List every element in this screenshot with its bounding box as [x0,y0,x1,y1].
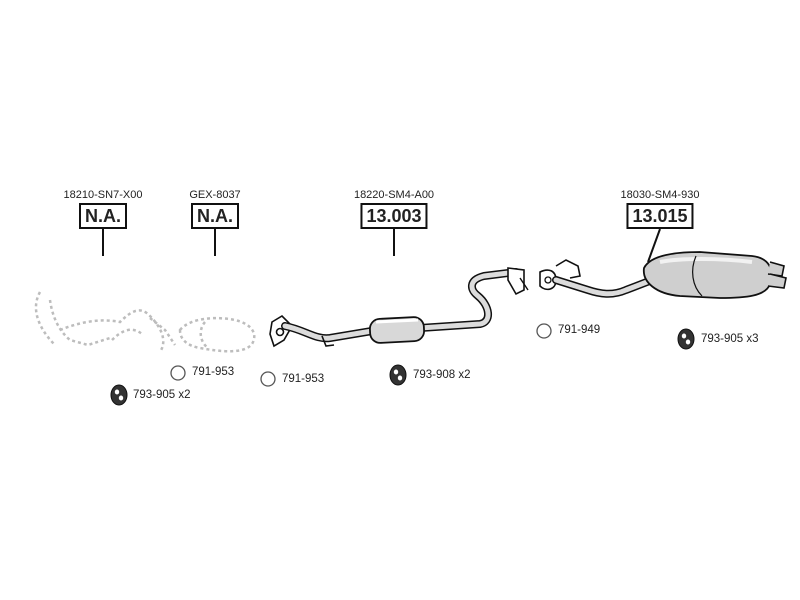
rear-flange-13.003 [507,267,525,296]
gasket-ring-icon [170,365,186,381]
catalytic-converter-faded [178,316,256,353]
leader-line [102,229,104,256]
rubber-hanger-icon [389,364,407,386]
tail-pipe [767,273,787,289]
part-number-label: 18220-SM4-A00 [353,189,435,201]
part-number-label: GEX-8037 [189,189,241,201]
leader-line [393,229,395,256]
part-number-label: 18030-SM4-930 [620,189,700,201]
exhaust-manifold-faded [34,291,177,353]
hanger-bracket [555,259,581,279]
reference-box[interactable]: 13.003 [360,203,428,229]
rubber-hanger-icon [110,384,128,406]
centre-pipe-13.003 [281,267,529,347]
part-number-label: 18210-SN7-X00 [63,189,143,201]
accessory-label[interactable]: 793-908 x2 [413,369,471,381]
reference-box[interactable]: N.A. [191,203,239,229]
accessory-label[interactable]: 791-953 [192,366,235,378]
accessory-label[interactable]: 791-949 [558,324,601,336]
leader-line [214,229,216,256]
gasket-ring-icon [536,323,552,339]
accessory-label[interactable]: 793-905 x3 [701,333,759,345]
rear-silencer-13.015 [539,251,787,299]
accessory-label[interactable]: 793-905 x2 [133,389,191,401]
accessory-label[interactable]: 791-953 [282,373,325,385]
rubber-hanger-icon [677,328,695,350]
front-flange [269,314,293,348]
reference-box[interactable]: N.A. [79,203,127,229]
leader-line [647,228,661,263]
reference-box[interactable]: 13.015 [626,203,694,229]
gasket-ring-icon [260,371,276,387]
centre-silencer [369,316,425,344]
